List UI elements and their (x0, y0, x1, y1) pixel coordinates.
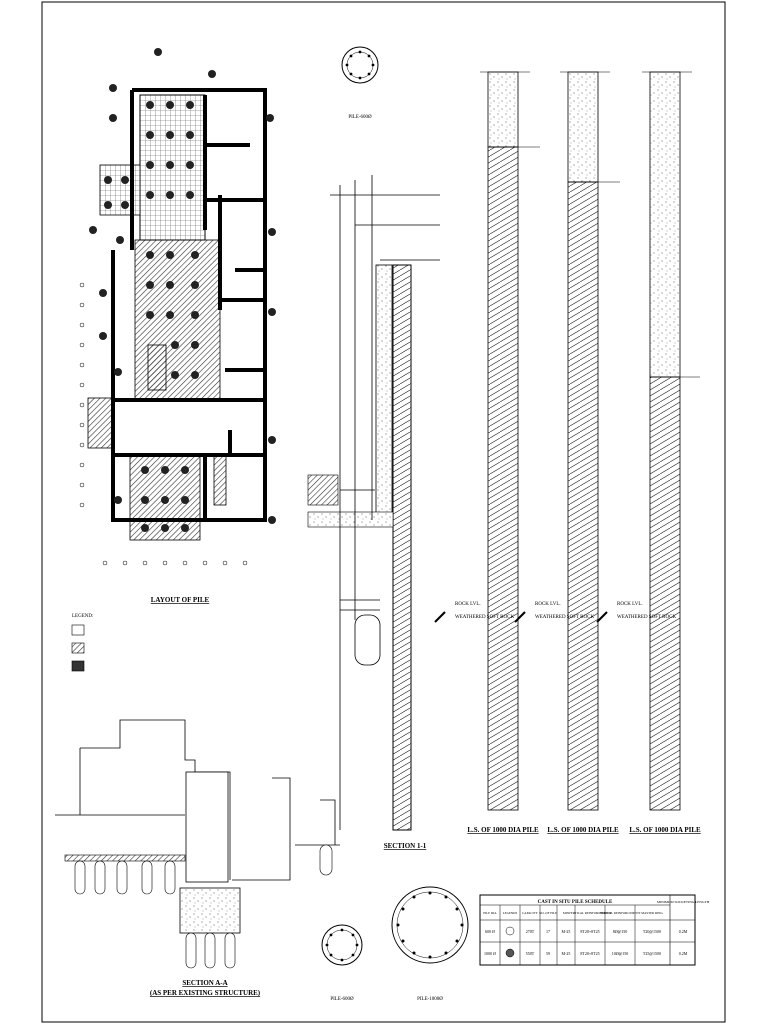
schedule-header-helical: HELICAL REINFORCEMENT (599, 911, 640, 915)
schedule-header-ring: MASTER RING (641, 911, 663, 915)
pile-long-section-2: ROCK LVL. WEATHERED SOFT ROCK L.S. OF 10… (514, 71, 620, 834)
ls1-weathered: WEATHERED SOFT ROCK (455, 615, 514, 620)
schedule-row1-dia: 600 Ø (485, 929, 495, 934)
legend-swatch-1 (71, 624, 85, 636)
schedule-row1-helical: 8Ø@150 (613, 929, 628, 934)
schedule-row2-count: 59 (546, 951, 550, 956)
schedule-header-capacity: CAPACITY (522, 911, 538, 915)
section-aa-subtitle: (AS PER EXISTING STRUCTURE) (150, 989, 261, 997)
pile-600-section-bottom: PILE-600Ø (321, 924, 363, 1002)
layout-title: LAYOUT OF PILE (151, 596, 210, 604)
legend-swatch-3 (71, 660, 85, 672)
pile-600-section-top: PILE-600Ø (341, 46, 379, 120)
schedule-header-vertical: VERTICAL REINFORCEMENT (569, 911, 612, 915)
legend-heading: LEGEND: (72, 614, 93, 619)
schedule-row2-legend (505, 948, 515, 958)
schedule-header-legends: LEGENDS (503, 911, 518, 915)
section-1-1: SECTION 1-1 (307, 175, 440, 850)
ls3-rock-level: ROCK LVL. (617, 602, 643, 607)
pile1000-label: PILE-1000Ø (417, 997, 443, 1002)
pile-long-section-3: ROCK LVL. WEATHERED SOFT ROCK L.S. OF 10… (596, 71, 701, 834)
schedule-header-count: NO. OF PILE (539, 911, 557, 915)
legend-swatch-2 (71, 642, 85, 654)
schedule-row2-helical: 10Ø@150 (612, 951, 629, 956)
schedule-row2-vertical: 8T20+8T25 (580, 951, 599, 956)
ls3-title: L.S. OF 1000 DIA PILE (629, 826, 701, 834)
pile-1000-section: PILE-1000Ø (391, 886, 469, 1002)
section-a-a: SECTION A-A (AS PER EXISTING STRUCTURE) (55, 719, 340, 997)
section-11-title: SECTION 1-1 (384, 842, 427, 850)
section-aa-title: SECTION A-A (182, 979, 227, 987)
pile-layout-plan: LAYOUT OF PILE LEGEND: (71, 48, 276, 672)
schedule-row2-dia: 1000 Ø (484, 951, 496, 956)
schedule-row2-capacity: 550T (526, 951, 535, 956)
schedule-row2-ring: T25@1500 (643, 951, 661, 956)
schedule-row1-capacity: 270T (526, 929, 535, 934)
pile600-top-label: PILE-600Ø (348, 115, 372, 120)
schedule-row1-ring: T20@1500 (643, 929, 661, 934)
ls2-title: L.S. OF 1000 DIA PILE (547, 826, 619, 834)
schedule-title: CAST IN SITU PILE SCHEDULE (538, 900, 613, 905)
schedule-row1-mix: M-25 (562, 929, 571, 934)
schedule-row1-socket: 0.2M (679, 929, 688, 934)
schedule-row1-vertical: 8T20+8T25 (580, 929, 599, 934)
schedule-row1-count: 17 (546, 929, 550, 934)
schedule-row2-mix: M-25 (562, 951, 571, 956)
ls1-title: L.S. OF 1000 DIA PILE (467, 826, 539, 834)
schedule-header-dia: PILE DIA (483, 911, 497, 915)
schedule-row1-legend (505, 926, 515, 936)
sheet-border (41, 1, 726, 1023)
pile-long-section-1: ROCK LVL. WEATHERED SOFT ROCK L.S. OF 10… (434, 71, 540, 834)
ls3-weathered: WEATHERED SOFT ROCK (617, 615, 676, 620)
pile600-bottom-label: PILE-600Ø (330, 997, 354, 1002)
schedule-header-mix: MIX (563, 911, 570, 915)
ls2-rock-level: ROCK LVL. (535, 602, 561, 607)
schedule-min-header: MINIMUM SOCKETING LENGTH (657, 900, 710, 904)
ls1-rock-level: ROCK LVL. (455, 602, 481, 607)
ls2-weathered: WEATHERED SOFT ROCK (535, 615, 594, 620)
schedule-row2-socket: 0.2M (679, 951, 688, 956)
pile-schedule-table: CAST IN SITU PILE SCHEDULE MINIMUM SOCKE… (479, 894, 710, 966)
